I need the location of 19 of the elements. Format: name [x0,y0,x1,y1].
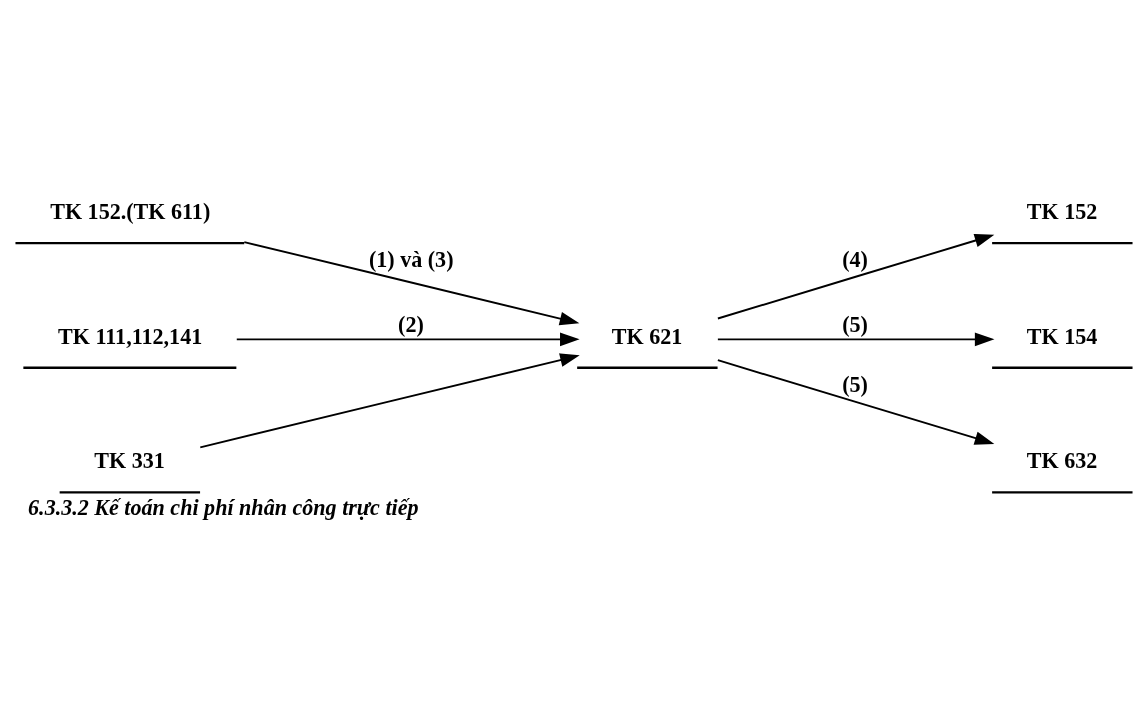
node-text: TK 152.(TK 611) [50,198,211,224]
arrow [243,241,580,326]
arrow [199,353,580,449]
node-text: TK 331 [94,448,165,474]
arrow [716,332,995,347]
arrow [716,359,995,445]
node-text: TK 632 [1026,448,1098,474]
edge-label: (4) [842,247,868,273]
edge-label: (1) và (3) [368,247,454,273]
caption: 6.3.3.2 Kế toán chi phí nhân công trực tiếp [28,494,419,520]
node-text: TK 154 [1026,323,1098,349]
node-text: TK 111,112,141 [58,323,203,349]
arrow [235,332,580,347]
arrow [716,233,995,320]
edge-label: (5) [842,311,868,337]
node-text: TK 152 [1026,198,1098,224]
edge-label: (5) [842,371,868,397]
edge-label: (2) [398,311,424,337]
node-text: TK 621 [611,323,683,349]
